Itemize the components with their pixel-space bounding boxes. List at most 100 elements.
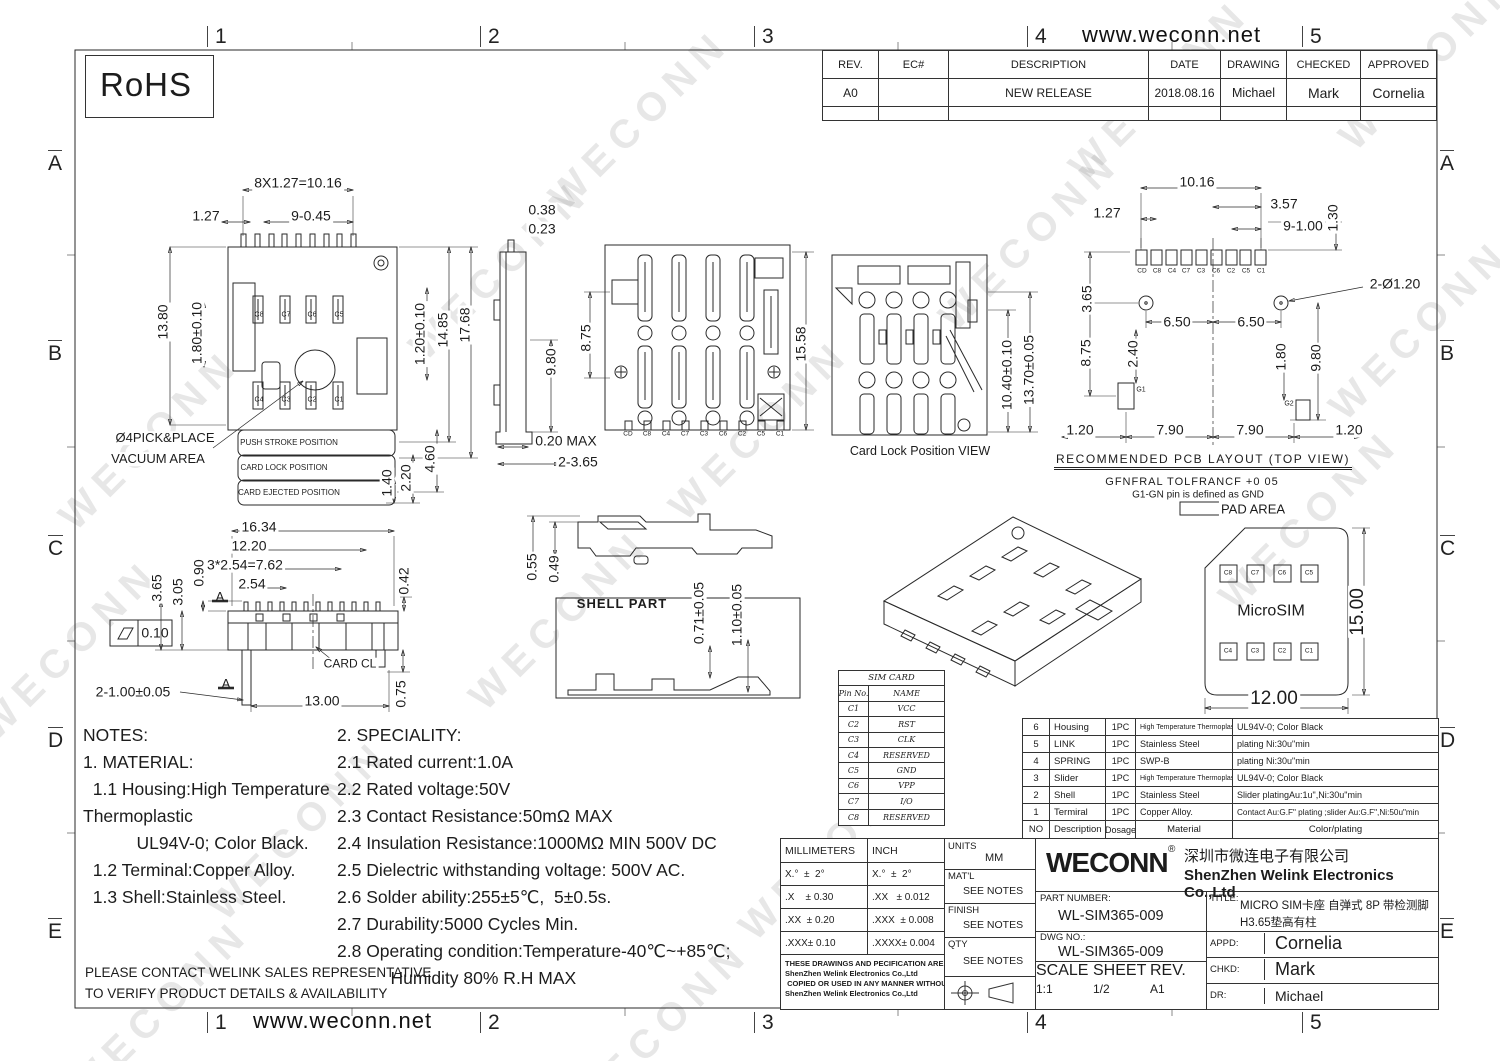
bom-cell: 1PC bbox=[1106, 787, 1136, 804]
bom-cell: 1PC bbox=[1106, 804, 1136, 821]
sheet-label: SHEET bbox=[1093, 962, 1147, 979]
bom-cell: Housing bbox=[1050, 719, 1106, 736]
dim-label: 6.50 bbox=[1235, 313, 1267, 330]
dim-label: 7.90 bbox=[1234, 421, 1266, 438]
zone-letter-right: B bbox=[1440, 340, 1455, 365]
contact-note: PLEASE CONTACT WELINK SALES REPRESENTATI… bbox=[85, 965, 432, 1001]
flatness-value: 0.10 bbox=[141, 624, 169, 641]
matl-value: SEE NOTES bbox=[963, 885, 1024, 897]
pad-label: C5 bbox=[1241, 267, 1251, 275]
dim-label: 0.55 bbox=[523, 551, 540, 583]
rev-empty-cell bbox=[1287, 107, 1361, 120]
rev-header: APPROVED bbox=[1361, 51, 1436, 79]
rev-empty-cell bbox=[823, 107, 879, 120]
part-number-value: WL-SIM365-009 bbox=[1058, 908, 1164, 924]
dim-label: 0.42 bbox=[395, 565, 412, 597]
card-lock-label: CARD LOCK POSITION bbox=[240, 462, 328, 472]
dim-label: 1.20±0.10 bbox=[411, 300, 428, 368]
dim-label: 16.34 bbox=[239, 518, 279, 535]
bom-cell: 1PC bbox=[1106, 753, 1136, 770]
bom-cell: 1PC bbox=[1106, 770, 1136, 787]
rev-empty-cell bbox=[949, 107, 1149, 120]
sim-name-cell: GND bbox=[869, 763, 944, 779]
dim-label: 1.80 bbox=[1272, 341, 1289, 373]
pad-area-label: PAD AREA bbox=[1218, 501, 1288, 517]
zone-number-top: 5 bbox=[1302, 26, 1322, 47]
dim-label: 0.23 bbox=[526, 220, 558, 237]
bom-cell: plating Ni:30u"min bbox=[1233, 736, 1438, 753]
dim-label: 1.20 bbox=[1333, 421, 1365, 438]
dim-label: 1.27 bbox=[190, 207, 222, 224]
sim-name-cell: RESERVED bbox=[883, 812, 930, 822]
dim-label: 3*2.54=7.62 bbox=[205, 556, 285, 573]
pad-label: C3 bbox=[1196, 267, 1206, 275]
card-cl-label: CARD CL bbox=[321, 656, 379, 671]
bom-table: 6 Housing 1PC High Temperature Thermopla… bbox=[1022, 718, 1439, 839]
tolerance-cell: .XXXX± 0.004 bbox=[868, 932, 946, 955]
dim-label: 15.00 bbox=[1347, 586, 1369, 638]
contact-label: C3 bbox=[281, 396, 291, 404]
dim-label: 6.50 bbox=[1161, 313, 1193, 330]
card-lock-view-drawing bbox=[831, 254, 1038, 436]
dim-label: 9-0.45 bbox=[289, 207, 333, 224]
bom-cell: UL94V-0; Color Black bbox=[1233, 770, 1438, 787]
rev-header: EC# bbox=[879, 51, 949, 79]
sim-table-title: SIM CARD bbox=[839, 671, 944, 687]
speciality-text: 2. SPECIALITY: 2.1 Rated current:1.0A 2.… bbox=[337, 725, 731, 988]
dim-label: 13.00 bbox=[302, 692, 342, 709]
bom-cell: Slider platingAu:1u",Ni:30u"min bbox=[1233, 787, 1438, 804]
zone-number-bottom: 4 bbox=[1027, 1012, 1047, 1033]
chkd-label: CHKD: bbox=[1210, 964, 1240, 975]
tolerance-header: MILLIMETERS bbox=[781, 839, 868, 863]
sim-pin-cell: C1 bbox=[839, 701, 869, 718]
dim-label: 4.60 bbox=[421, 443, 438, 475]
bom-cell: High Temperature Thermoplastic bbox=[1136, 719, 1233, 736]
rev-empty-cell bbox=[879, 107, 949, 120]
side-view-drawing bbox=[493, 239, 560, 464]
contact-label: C3 bbox=[1250, 647, 1260, 655]
zone-number-bottom: 1 bbox=[207, 1012, 227, 1033]
dim-label: 12.20 bbox=[229, 537, 269, 554]
dim-label: 17.68 bbox=[456, 305, 473, 345]
pcb-layout-title: RECOMMENDED PCB LAYOUT (TOP VIEW) bbox=[1054, 452, 1352, 470]
rev-empty-cell bbox=[1149, 107, 1221, 120]
dim-label: 1.30 bbox=[1324, 202, 1341, 234]
bom-header: Dosage bbox=[1106, 821, 1136, 838]
bom-cell: 6 bbox=[1023, 719, 1050, 736]
tolerance-cell: .XXX± 0.10 bbox=[781, 932, 868, 955]
rohs-mark: RoHS bbox=[85, 55, 214, 118]
contact-label: C4 bbox=[1223, 647, 1233, 655]
dim-label: 3.05 bbox=[169, 576, 186, 608]
revision-table: REV. EC# DESCRIPTION DATE DRAWING CHECKE… bbox=[822, 50, 1437, 121]
sim-name-cell: RESERVED bbox=[869, 748, 944, 764]
pin-label: C4 bbox=[661, 430, 671, 438]
dim-label: 8X1.27=10.16 bbox=[252, 174, 344, 191]
bom-cell: LINK bbox=[1050, 736, 1106, 753]
dr-value: Michael bbox=[1264, 988, 1323, 1004]
dim-label: 10.16 bbox=[1177, 173, 1217, 190]
rev-value: A1 bbox=[1150, 982, 1165, 996]
rev-value: NEW RELEASE bbox=[949, 79, 1149, 107]
website-url-top: www.weconn.net bbox=[1082, 22, 1262, 47]
dim-label: 0.38 bbox=[526, 201, 558, 218]
contact-label: C1 bbox=[1304, 647, 1314, 655]
zone-letter-right: C bbox=[1440, 535, 1456, 560]
dim-label: 2-1.00±0.05 bbox=[93, 683, 173, 700]
contact-label: C2 bbox=[307, 396, 317, 404]
dim-label: 0.49 bbox=[545, 553, 562, 585]
sim-pin-cell: C6 bbox=[839, 778, 869, 795]
disclaimer-text: THESE DRAWINGS AND PECIFICATION ARE Weli… bbox=[785, 959, 946, 998]
dr-label: DR: bbox=[1210, 990, 1227, 1001]
rev-header: REV. bbox=[823, 51, 879, 79]
sim-pin-cell: C5 bbox=[839, 763, 869, 779]
title-block-middle: UNITS MM MAT'L SEE NOTES FINISH SEE NOTE… bbox=[944, 838, 1037, 1010]
shell-part-drawing bbox=[527, 513, 801, 699]
pad-label: CD bbox=[1137, 267, 1147, 275]
sim-name-cell: VCC bbox=[869, 702, 944, 718]
rev-empty-cell bbox=[1361, 107, 1436, 120]
sim-card-pin-table: SIM CARD Pin No. NAME C1 VCC C2 RST C3 C… bbox=[838, 670, 945, 826]
rev-header: DRAWING bbox=[1221, 51, 1287, 79]
sheet-value: 1/2 bbox=[1093, 982, 1110, 996]
tolerance-cell: .XXX ± 0.008 bbox=[868, 909, 946, 932]
microsim-label: MicroSIM bbox=[1237, 602, 1305, 620]
